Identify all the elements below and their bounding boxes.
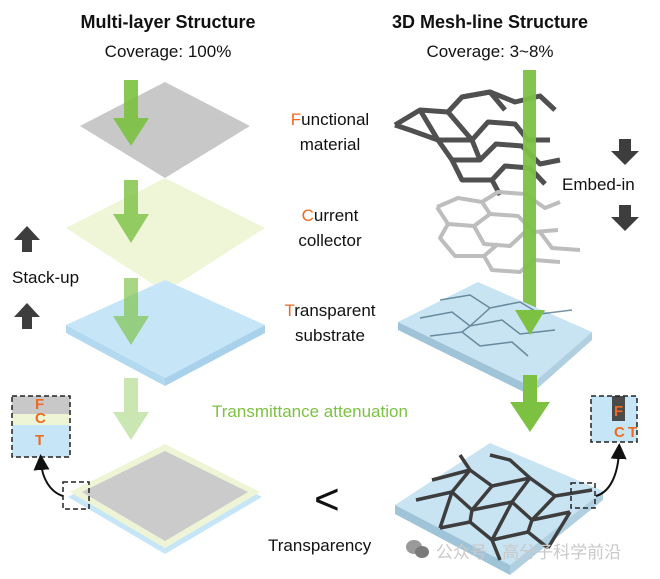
light-arrow-2 xyxy=(113,180,149,243)
stack-up-arrow-bottom xyxy=(14,303,40,329)
left-inset-letter-t: T xyxy=(35,432,45,449)
label-line2: collector xyxy=(298,231,362,250)
light-arrow-3 xyxy=(113,278,149,345)
left-inset-letter-c: C xyxy=(35,410,46,427)
collector-mesh xyxy=(435,190,581,274)
stack-up-label: Stack-up xyxy=(12,268,80,287)
label-line2: material xyxy=(299,135,361,154)
label-line1: urrent xyxy=(313,206,359,225)
assembled-multilayer xyxy=(68,444,262,554)
right-title: 3D Mesh-line Structure xyxy=(391,12,589,32)
right-inset-letter-f: F xyxy=(614,403,624,420)
left-inset xyxy=(11,395,90,510)
transparency-label: Transparency xyxy=(268,536,372,555)
substrate-layer xyxy=(66,280,265,378)
light-beam xyxy=(523,70,536,310)
label-line1: ransparent xyxy=(294,301,376,320)
collector-layer xyxy=(66,178,265,292)
label-transparent-substrate: Transparent substrate xyxy=(270,298,390,348)
right-coverage: Coverage: 3~8% xyxy=(426,42,554,61)
embed-in-arrow-top xyxy=(611,139,639,165)
right-inset-letter-c: C xyxy=(614,424,625,441)
embed-in-arrow-bottom xyxy=(611,205,639,231)
light-arrow-right-bottom xyxy=(510,375,550,432)
assembled-mesh xyxy=(395,443,603,575)
label-current-collector: Current collector xyxy=(270,203,390,253)
embedded-substrate xyxy=(398,282,592,395)
initial-c: C xyxy=(301,206,314,225)
left-title: Multi-layer Structure xyxy=(80,12,256,32)
label-line1: unctional xyxy=(301,110,370,129)
watermark: 公众号 · 高分子科学前沿 xyxy=(436,543,622,562)
left-inset-letter-f: F xyxy=(35,396,45,413)
light-arrow-1 xyxy=(113,80,149,146)
wechat-icon xyxy=(406,540,429,558)
initial-f: F xyxy=(290,110,302,129)
initial-t: T xyxy=(284,301,295,320)
label-line2: substrate xyxy=(295,326,365,345)
stack-up-arrow-top xyxy=(14,226,40,252)
functional-layer xyxy=(80,82,250,178)
label-functional-material: Functional material xyxy=(270,107,390,157)
light-arrow-4 xyxy=(113,378,149,440)
embed-in-label: Embed-in xyxy=(562,175,635,194)
left-coverage: Coverage: 100% xyxy=(104,42,232,61)
right-inset-letter-t: T xyxy=(628,424,638,441)
less-than-symbol: < xyxy=(314,475,340,524)
transmittance-attenuation-label: Transmittance attenuation xyxy=(212,402,408,421)
right-inset xyxy=(570,395,638,509)
